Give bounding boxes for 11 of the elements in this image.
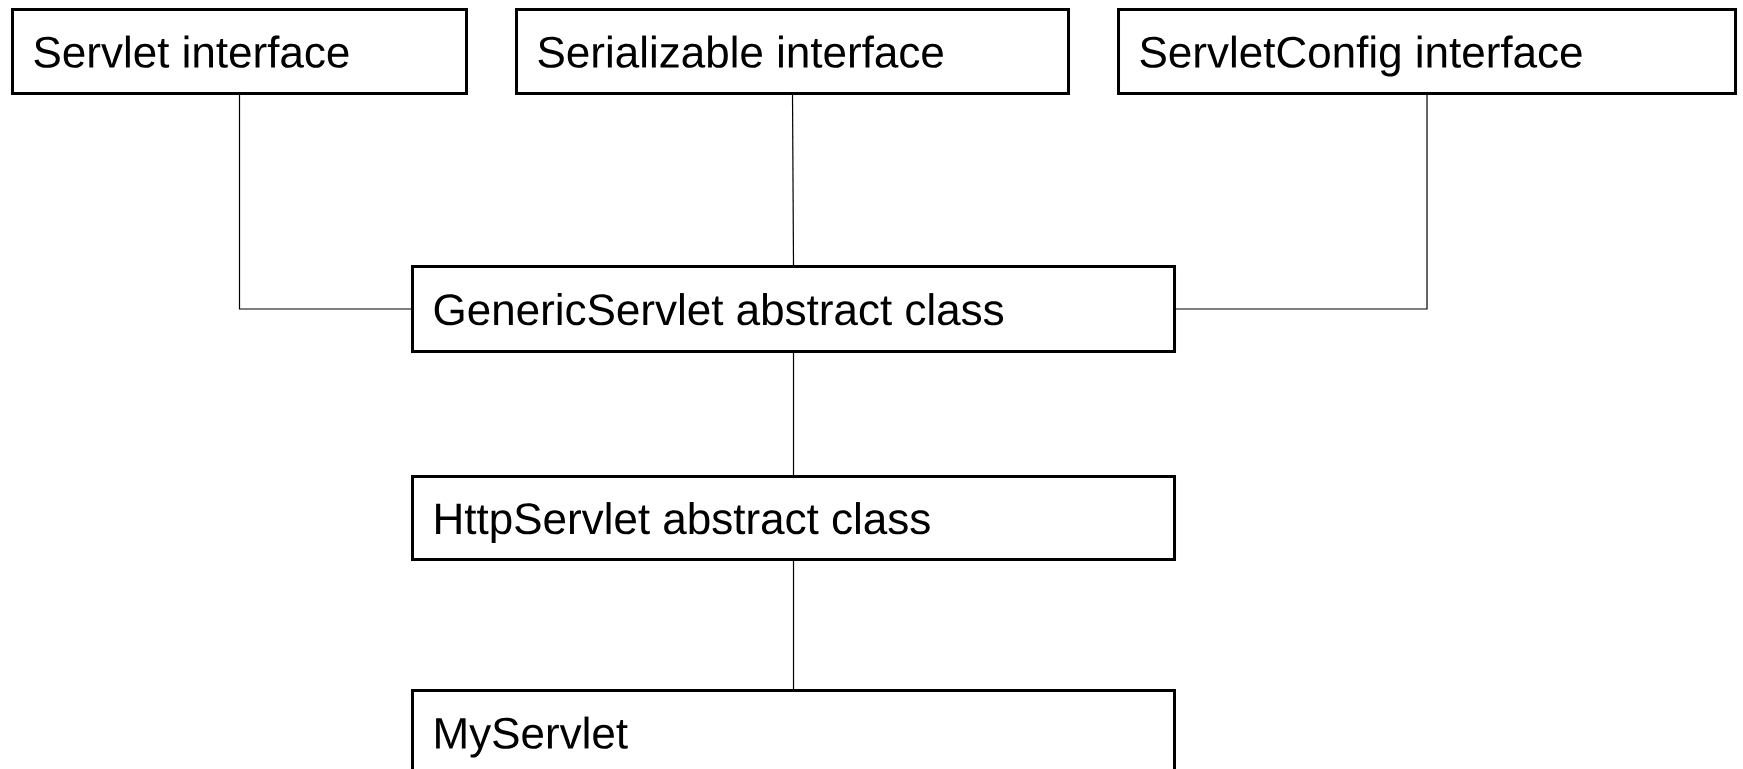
class-box: ServletConfig interface xyxy=(1117,8,1737,95)
connector-line xyxy=(792,560,795,690)
connector-line xyxy=(238,94,412,310)
class-box: MyServlet xyxy=(411,689,1176,769)
connector-line xyxy=(791,94,795,266)
class-box: HttpServlet abstract class xyxy=(411,475,1176,561)
class-box: Serializable interface xyxy=(515,8,1070,95)
connector-line xyxy=(1175,94,1428,310)
class-box: GenericServlet abstract class xyxy=(411,265,1176,353)
class-box: Servlet interface xyxy=(11,8,468,95)
connector-line xyxy=(792,352,795,476)
